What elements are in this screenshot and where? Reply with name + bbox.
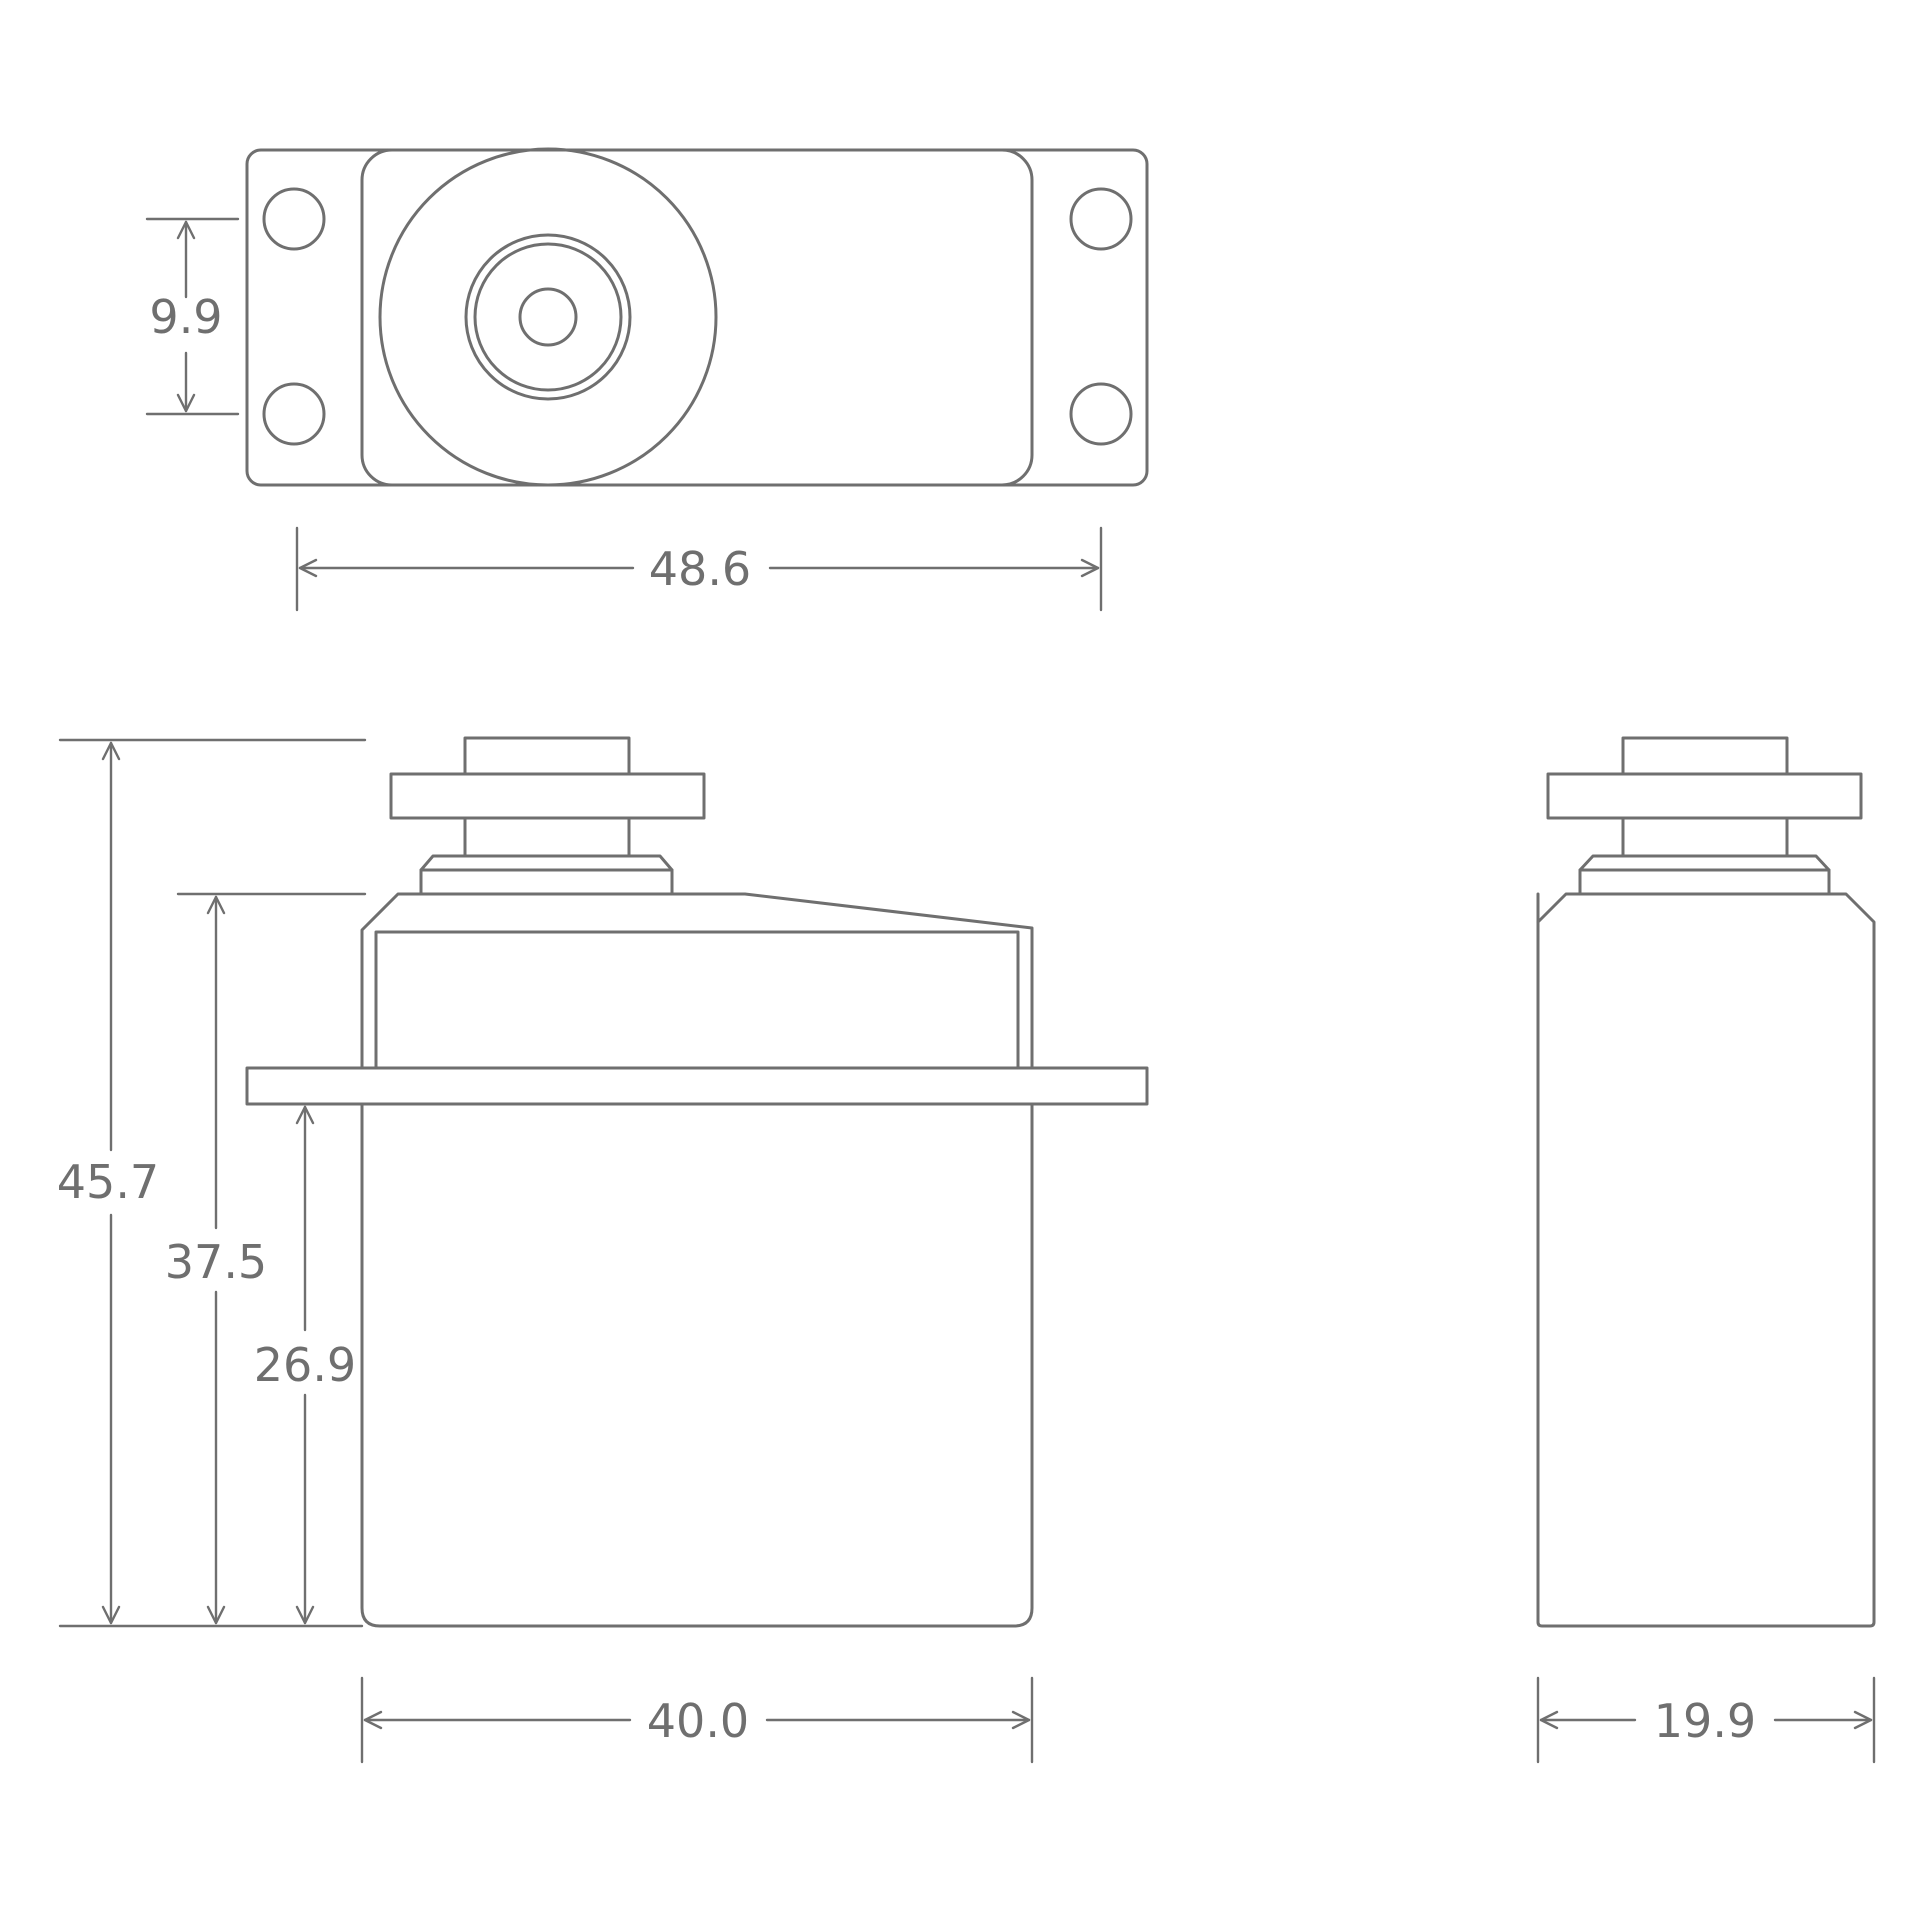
mounting-hole-bottom-right [1069, 382, 1133, 446]
dimension-flange-height-label: 26.9 [254, 1338, 356, 1392]
front-view-shaft [463, 816, 631, 858]
side-view-spline [1621, 736, 1789, 776]
front-view-output-gear [389, 772, 706, 820]
dimension-front-width-label: 40.0 [647, 1694, 749, 1748]
dimension-top-width-label: 48.6 [649, 542, 751, 596]
front-view [245, 736, 1149, 1628]
front-view-top-case-inner [374, 930, 1020, 1070]
top-view-case [360, 148, 1034, 487]
front-view-spline [463, 736, 631, 776]
top-view-spline-screw [518, 287, 578, 347]
mounting-hole-top-right [1069, 187, 1133, 251]
dimension-side-width-label: 19.9 [1654, 1694, 1756, 1748]
dimension-total-height-label: 45.7 [57, 1155, 159, 1209]
dimension-hole-spacing-label: 9.9 [149, 290, 222, 344]
side-view-output-gear [1546, 772, 1863, 820]
front-view-output-boss [419, 854, 674, 896]
side-view-body [1536, 892, 1876, 1628]
top-view-output-wheel [378, 147, 718, 487]
dimension-case-height-label: 37.5 [165, 1235, 267, 1289]
top-view-spline-inner [473, 242, 623, 392]
front-view-body [360, 1102, 1034, 1628]
dimension-hole-spacing: 9.9 [145, 217, 240, 416]
dimension-case-height: 37.5 [165, 892, 367, 1625]
dimension-side-width: 19.9 [1536, 1676, 1876, 1764]
top-view-mounting-plate [245, 148, 1149, 487]
side-view-shaft [1621, 816, 1789, 858]
mounting-hole-top-left [262, 187, 326, 251]
front-view-mounting-flange [245, 1066, 1149, 1106]
side-view-output-boss [1578, 854, 1831, 896]
front-view-top-case-outer [360, 892, 1034, 1070]
mounting-hole-bottom-left [262, 382, 326, 446]
dimension-front-width: 40.0 [360, 1676, 1034, 1764]
dimension-total-height: 45.7 [57, 738, 367, 1628]
top-view [245, 147, 1149, 487]
dimension-flange-height: 26.9 [254, 1105, 356, 1625]
dimension-top-width: 48.6 [295, 526, 1103, 612]
top-view-spline-outer [464, 233, 632, 401]
side-view [1536, 736, 1876, 1628]
